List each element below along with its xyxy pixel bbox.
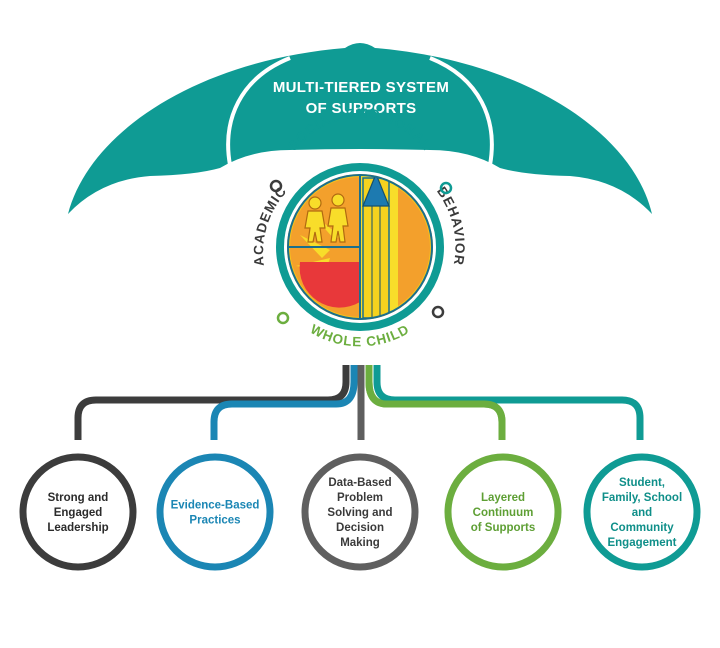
seal-children-icon [304,193,349,243]
pencil-tip [362,175,390,207]
pillar-label-line: Practices [189,515,240,527]
umbrella-rib-left [226,56,291,166]
pillar-label-line: Community [610,522,674,534]
pillar-circle [583,453,701,571]
ring-dot-icon [439,181,453,195]
ring-dot-icon [431,305,445,319]
pillar-label-line: Student, [619,477,665,489]
umbrella-title-line1: MULTI-TIERED SYSTEM [273,79,449,96]
connector-lines [74,365,644,440]
pillar-label-line: Engaged [54,507,103,519]
pillar-label-line: Layered [481,492,525,504]
pillar-label-line: Family, School [602,492,682,504]
umbrella-shape [68,43,652,214]
pillar-circle [301,453,419,571]
pillar-label-line: Making [340,537,380,549]
connector-pillar-5 [373,365,644,440]
pillar-label-line: and [632,507,652,519]
ring-dot-icon [276,311,290,325]
pillar-circle [444,453,562,571]
pillar-group: Strong andEngagedLeadershipEvidence-Base… [19,453,701,571]
pillar-circle [156,453,274,571]
pillar-label-line: of Supports [471,522,536,534]
district-seal [276,163,444,331]
pillar-label-line: Leadership [47,522,108,534]
pillar-5: Student, Family, School andCommunityEngage… [583,453,701,571]
pillar-label-line: Evidence-Based [171,500,260,512]
pillar-circle [19,453,137,571]
connector-pillar-1 [74,365,350,440]
pillar-label-line: Data-Based [328,477,391,489]
ring-dot-icon [269,179,283,193]
umbrella-canopy: MULTI-TIERED SYSTEM OF SUPPORTS [68,43,652,214]
pillar-label-line: Decision [336,522,384,534]
pillar-label-line: Continuum [473,507,534,519]
pillar-label-line: Engagement [607,537,676,549]
pillar-label-line: Solving and [327,507,392,519]
umbrella-title-line2: OF SUPPORTS [306,100,417,117]
pillar-label-line: Strong and [48,492,109,504]
umbrella-rib-right [429,56,494,166]
pillar-label-line: Problem [337,492,383,504]
seal-red-quadrant [299,262,360,308]
connector-pillar-2 [210,365,358,440]
